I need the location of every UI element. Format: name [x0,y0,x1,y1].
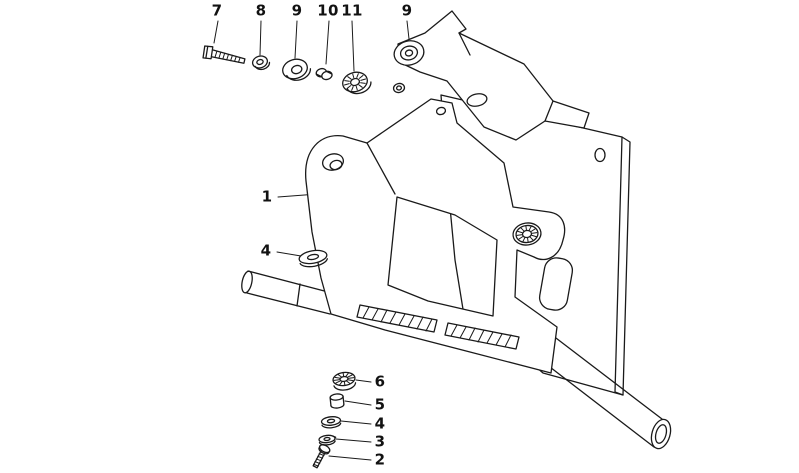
callout-9-right: 9 [401,1,413,20]
callout-4-upper: 4 [260,241,272,260]
callout-5: 5 [374,395,386,414]
top-rear-bracket-part [397,10,590,141]
callout-1: 1 [261,187,273,206]
screw-part-2 [312,444,331,469]
callout-2: 2 [374,450,386,469]
grommet-part-9a [282,58,312,81]
bushing-part-6 [332,371,357,391]
callout-8: 8 [255,1,267,20]
callout-7: 7 [211,1,223,20]
callout-3: 3 [374,432,386,451]
callout-11: 11 [341,1,363,20]
bushing-part-11 [342,71,372,95]
callout-10: 10 [317,1,339,20]
washer-part-4a [298,249,328,268]
leader-lines [213,20,410,461]
callout-4-lower: 4 [374,414,386,433]
spacer-part-5 [329,393,345,409]
grommet-part-9b [393,40,425,66]
lock-washer-part-3 [318,434,337,446]
mount-bolt-detail [392,82,406,94]
washer-part-8 [251,55,271,71]
callout-6: 6 [374,372,386,391]
stabilizer-rod-part [241,270,672,450]
washer-part-4b [320,416,342,429]
callout-9-left: 9 [291,1,303,20]
spacer-part-10 [315,67,333,81]
bolt-part-7 [202,45,246,64]
main-bracket-part-1 [305,98,566,374]
